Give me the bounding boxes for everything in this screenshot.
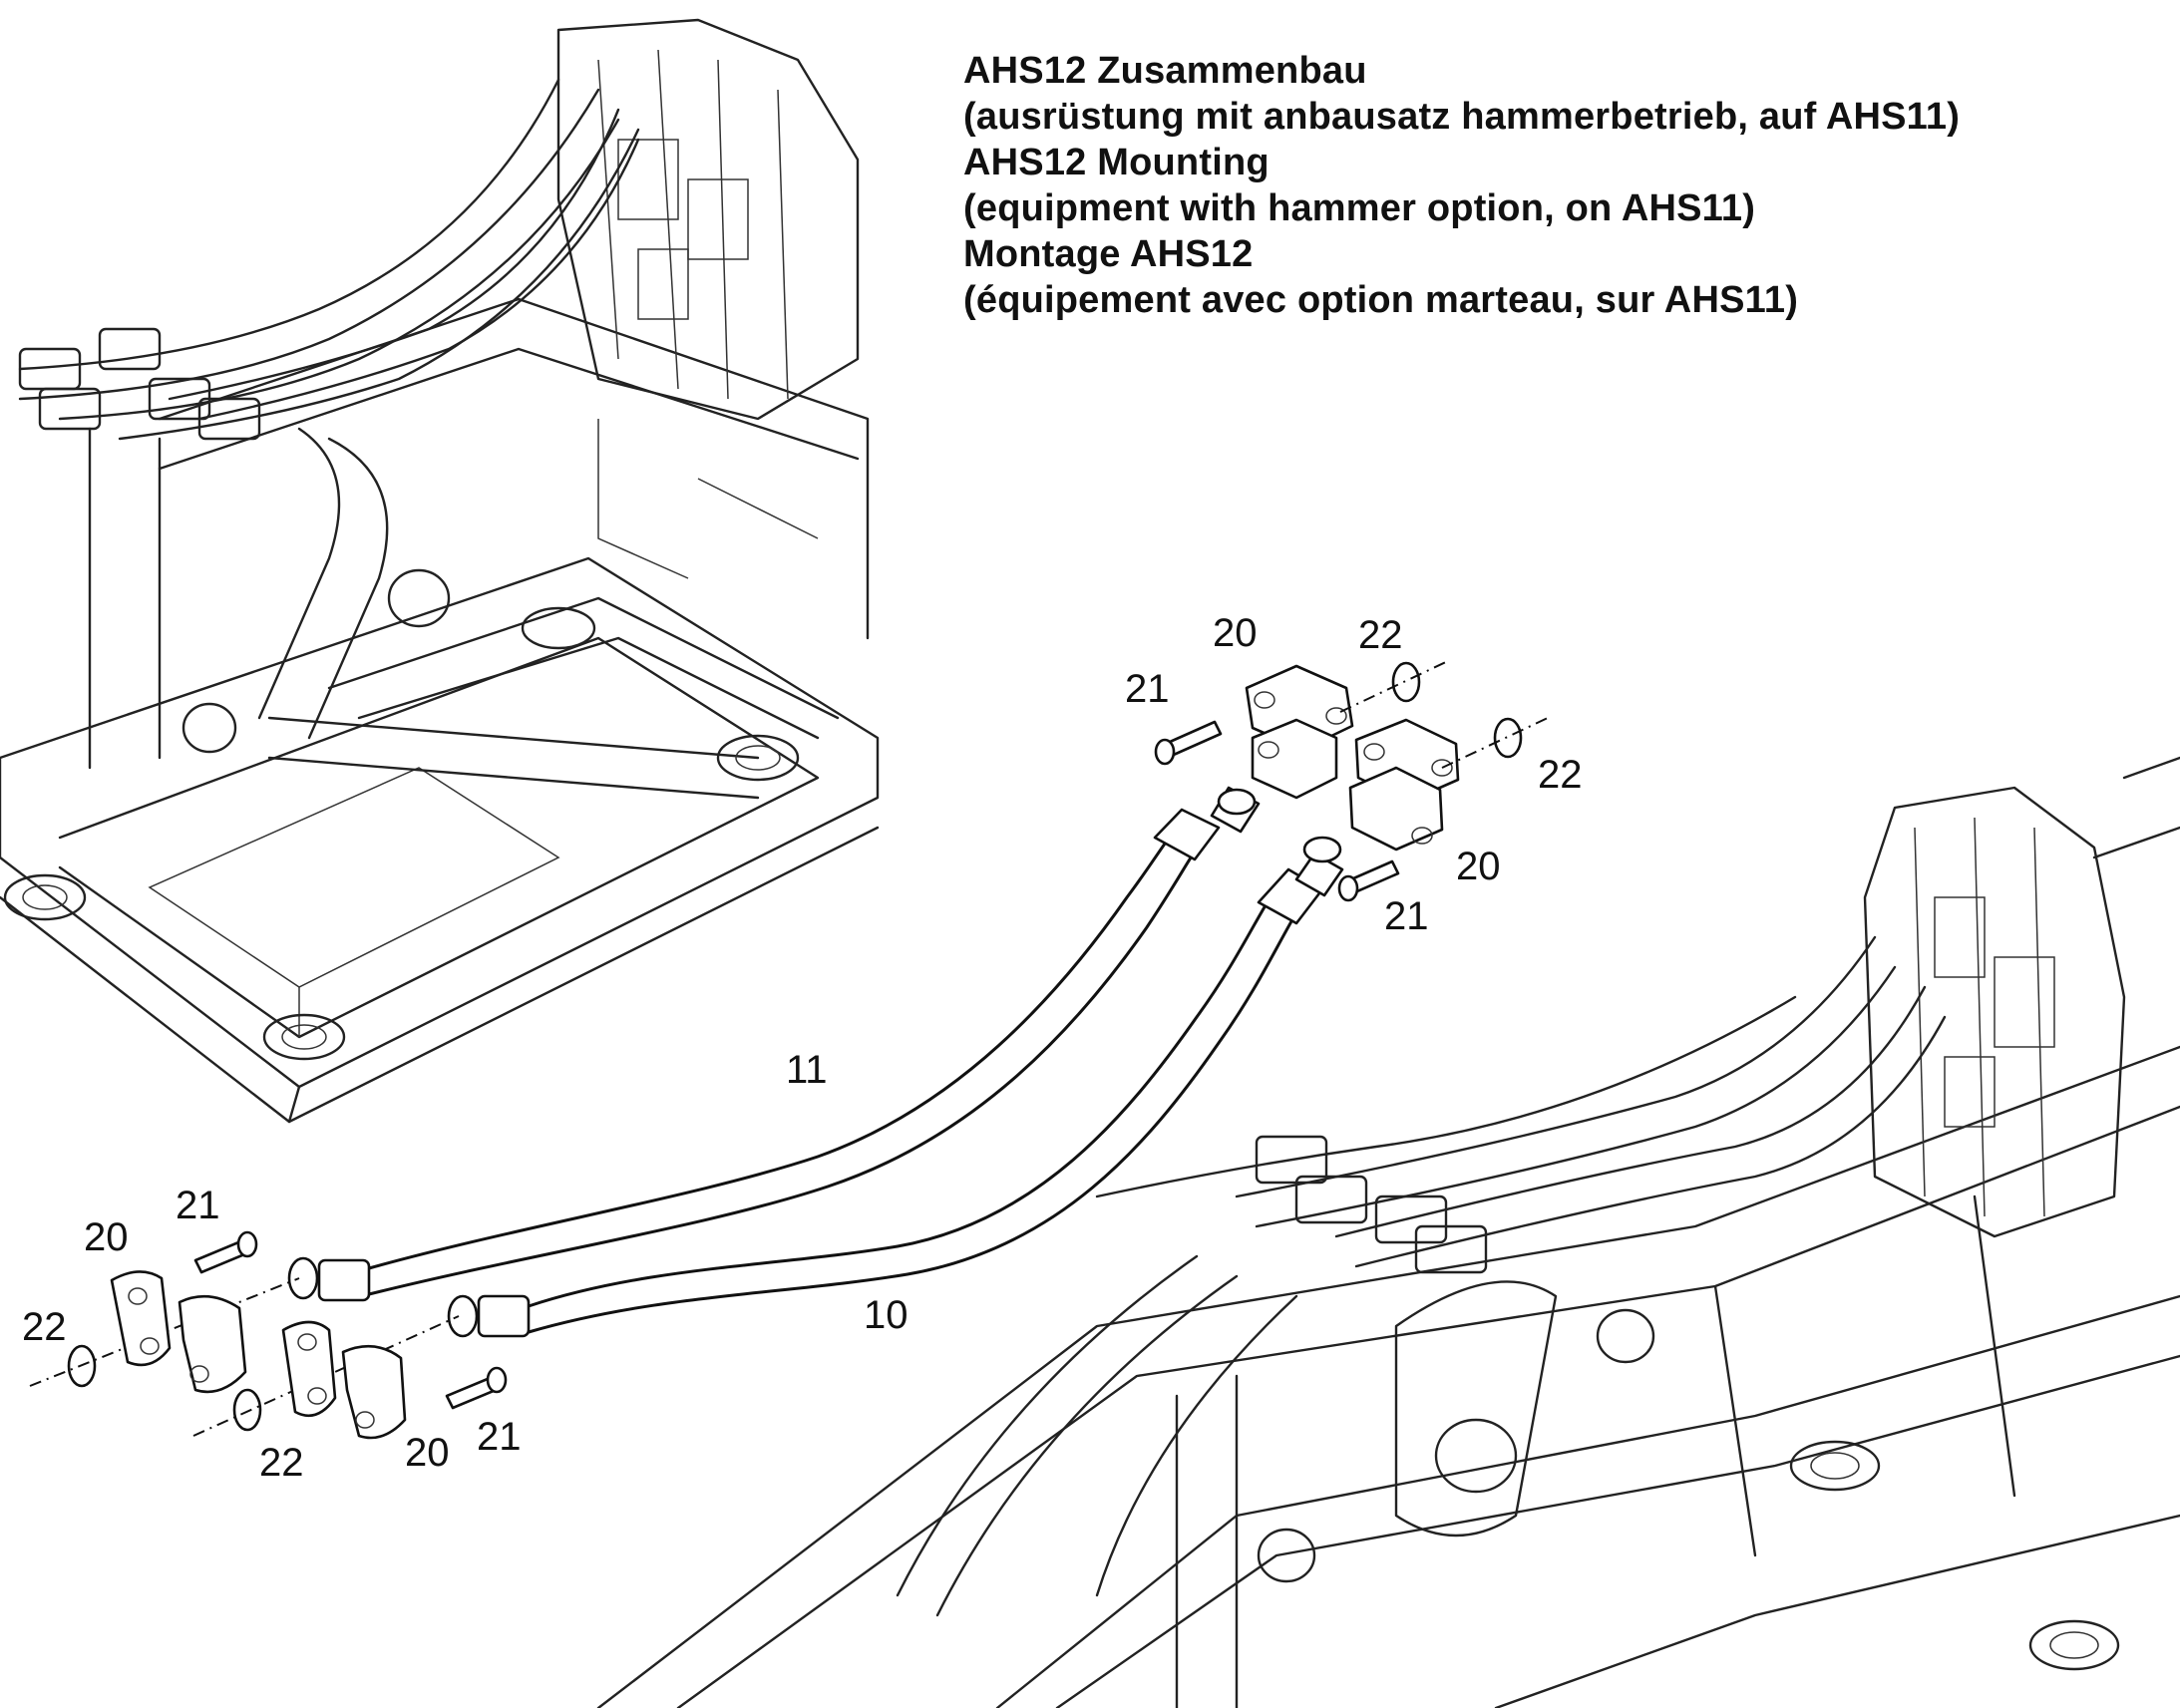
lower-frame-illustration (596, 756, 2180, 1708)
subtitle-de: (ausrüstung mit anbausatz hammerbetrieb,… (963, 96, 1961, 138)
callout-flange-upper-b: 20 (1456, 845, 1501, 888)
hose-11-lower-ferrule (317, 1258, 371, 1302)
lower-flange-half-b1 (281, 1320, 337, 1417)
callout-flange-lower-b: 20 (405, 1431, 450, 1475)
lower-o-ring-b (232, 1388, 262, 1432)
upper-fitting-kit (1154, 659, 1549, 902)
hose-10-lower-flange-head (447, 1294, 479, 1338)
callout-ring-upper-b: 22 (1538, 753, 1583, 797)
callout-hose-10: 10 (864, 1293, 908, 1337)
upper-o-ring-b (1493, 717, 1523, 759)
subtitle-fr: (équipement avec option marteau, sur AHS… (963, 279, 1799, 321)
title-fr: Montage AHS12 (963, 233, 1254, 275)
upper-flange-half-a2 (1251, 718, 1338, 800)
callout-screw-lower-a: 21 (176, 1184, 220, 1227)
title-block: AHS12 Zusammenbau (ausrüstung mit anbaus… (963, 48, 1960, 323)
lower-flange-half-b2 (341, 1344, 407, 1440)
callout-screw-upper-a: 21 (1125, 667, 1170, 711)
callout-flange-upper-a: 20 (1213, 611, 1258, 655)
upper-flange-half-b2 (1348, 766, 1444, 852)
callout-screw-lower-b: 21 (477, 1415, 522, 1459)
callout-hose-11: 11 (786, 1048, 828, 1092)
callout-ring-upper-a: 22 (1358, 613, 1403, 657)
hose-11-upper-flange-head (1217, 788, 1257, 816)
hose-11-upper-ferrule (1153, 808, 1221, 861)
callout-flange-lower-a: 20 (84, 1215, 129, 1259)
upper-o-ring-a (1391, 661, 1421, 703)
callout-ring-lower-b: 22 (259, 1441, 304, 1485)
hose-10-lower-ferrule (477, 1294, 531, 1338)
hose-11-lower-flange-head (287, 1256, 319, 1300)
title-en: AHS12 Mounting (963, 142, 1270, 183)
callout-screw-upper-b: 21 (1384, 894, 1429, 938)
hose-10-upper-flange-head (1302, 836, 1342, 863)
callout-ring-lower-a: 22 (22, 1305, 67, 1349)
upper-frame-illustration (0, 18, 880, 1124)
lower-flange-half-a2 (178, 1294, 247, 1394)
title-de: AHS12 Zusammenbau (963, 50, 1367, 92)
lower-fitting-kit (29, 1230, 508, 1440)
subtitle-en: (equipment with hammer option, on AHS11) (963, 187, 1756, 229)
lower-flange-half-a1 (110, 1270, 172, 1367)
callouts: 11 10 20 20 21 21 22 22 20 20 21 21 22 2… (22, 611, 1583, 1485)
hose-assemblies (287, 786, 1344, 1338)
